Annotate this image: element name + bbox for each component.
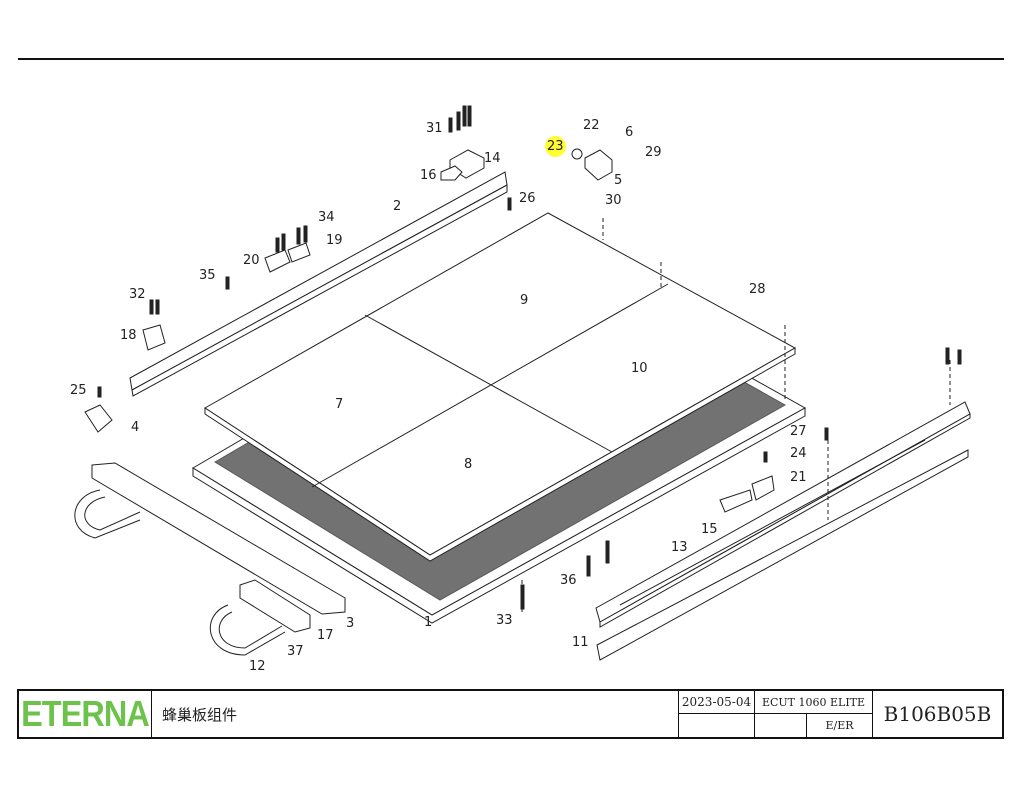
- callout-17: 17: [317, 628, 334, 643]
- callout-18: 18: [120, 328, 137, 343]
- drawing-date: 2023-05-04: [678, 691, 754, 714]
- callout-16: 16: [420, 168, 437, 183]
- callout-5: 5: [614, 173, 623, 188]
- left-rail: [129, 171, 508, 397]
- callout-2: 2: [393, 199, 402, 214]
- callout-10: 10: [631, 361, 648, 376]
- drawing-number: B106B05B: [872, 691, 1002, 737]
- callout-25: 25: [70, 383, 87, 398]
- callout-4: 4: [131, 420, 140, 435]
- callout-6: 6: [625, 125, 634, 140]
- top-plates: [204, 212, 797, 562]
- callout-23-highlighted: 23: [545, 136, 566, 157]
- top-border-line: [18, 58, 1004, 60]
- callout-33: 33: [496, 613, 513, 628]
- callout-22: 22: [583, 118, 600, 133]
- front-handle-rail: [74, 462, 346, 615]
- right-rail: [595, 401, 971, 661]
- blocks: [84, 148, 775, 513]
- callout-11: 11: [572, 635, 589, 650]
- callout-20: 20: [243, 253, 260, 268]
- callout-14: 14: [484, 151, 501, 166]
- callout-3: 3: [346, 616, 355, 631]
- callout-34: 34: [318, 210, 335, 225]
- callout-31: 31: [426, 121, 443, 136]
- drawing-name: 蜂巢板组件: [151, 691, 678, 737]
- callout-24: 24: [790, 446, 807, 461]
- callout-30: 30: [605, 193, 622, 208]
- callout-36: 36: [560, 573, 577, 588]
- callout-7: 7: [335, 397, 344, 412]
- callout-21: 21: [790, 470, 807, 485]
- callout-15: 15: [701, 522, 718, 537]
- callout-8: 8: [464, 457, 473, 472]
- callout-29: 29: [645, 145, 662, 160]
- callout-13: 13: [671, 540, 688, 555]
- callout-26: 26: [519, 191, 536, 206]
- screws: [97, 105, 962, 610]
- callout-37: 37: [287, 644, 304, 659]
- rear-handle: [209, 579, 311, 656]
- callout-12: 12: [249, 659, 266, 674]
- callout-1: 1: [424, 615, 433, 630]
- callout-35: 35: [199, 268, 216, 283]
- callout-19: 19: [326, 233, 343, 248]
- callout-27: 27: [790, 424, 807, 439]
- eterna-logo: ETERNA: [21, 693, 150, 734]
- callout-9: 9: [520, 293, 529, 308]
- callout-28: 28: [749, 282, 766, 297]
- model-name: ECUT 1060 ELITE: [754, 691, 872, 714]
- title-block: ETERNA 蜂巢板组件 2023-05-04 ECUT 1060 ELITE …: [17, 689, 1004, 739]
- empty-cell: [678, 714, 754, 737]
- callout-32: 32: [129, 287, 146, 302]
- empty-cell: [754, 714, 806, 737]
- revision: E/ER: [806, 714, 872, 737]
